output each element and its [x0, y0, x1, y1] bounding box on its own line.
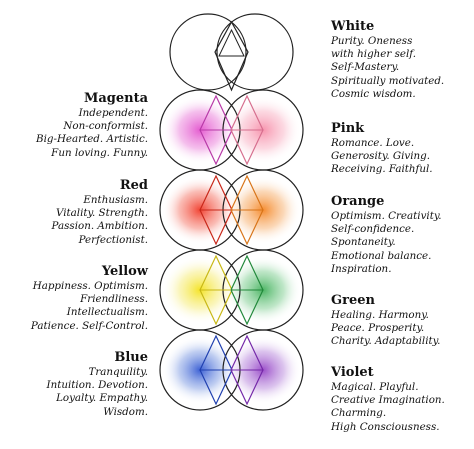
label-yellow-line: Patience. Self-Control.: [30, 319, 148, 332]
label-orange-title: Orange: [331, 194, 385, 209]
label-magenta: Magenta Independent. Non-conformist. Big…: [0, 91, 148, 160]
label-magenta-line: Non-conformist.: [63, 120, 148, 133]
label-red-line: Perfectionist.: [78, 233, 148, 246]
blue-diamond: [199, 334, 233, 406]
green-diamond: [230, 254, 264, 326]
label-white-line: Cosmic wisdom.: [331, 87, 416, 100]
row-white: [169, 13, 294, 92]
label-yellow-line: Friendliness.: [80, 293, 148, 306]
label-white-line: Spiritually motivated.: [331, 74, 445, 87]
label-yellow-title: Yellow: [101, 264, 148, 279]
label-blue-line: Loyalty. Empathy.: [56, 392, 148, 405]
label-red: Red Enthusiasm. Vitality. Strength. Pass…: [0, 178, 148, 247]
label-blue-line: Intuition. Devotion.: [46, 379, 148, 392]
label-red-line: Enthusiasm.: [83, 194, 148, 206]
row-blue-violet: [159, 329, 304, 411]
row-magenta-pink: [159, 89, 304, 171]
label-pink: Pink Romance. Love. Generosity. Giving. …: [331, 121, 474, 177]
label-violet: Violet Magical. Playful. Creative Imagin…: [331, 365, 474, 434]
white-right-circle: [216, 13, 294, 91]
orange-diamond: [230, 174, 264, 246]
label-violet-line: High Consciousness.: [331, 420, 440, 433]
label-pink-title: Pink: [331, 121, 365, 136]
label-red-title: Red: [119, 178, 148, 193]
label-white-line: with higher self.: [331, 48, 416, 61]
label-magenta-line: Independent.: [78, 107, 148, 119]
row-red-orange: [159, 169, 304, 251]
white-inner-triangle: [218, 28, 245, 57]
label-orange-line: Inspiration.: [331, 262, 392, 275]
label-yellow-line: Happiness. Optimism.: [32, 280, 148, 292]
label-orange-line: Spontaneity.: [331, 236, 396, 249]
label-green-line: Charity. Adaptability.: [331, 335, 441, 348]
pink-diamond: [230, 94, 264, 166]
label-violet-line: Magical. Playful.: [331, 381, 419, 393]
row-yellow-green: [159, 249, 304, 331]
label-blue-line: Wisdom.: [103, 405, 148, 418]
label-pink-line: Receiving. Faithful.: [331, 163, 433, 176]
label-green-line: Healing. Harmony.: [331, 309, 429, 321]
label-green: Green Healing. Harmony. Peace. Prosperit…: [331, 293, 474, 349]
red-diamond: [199, 174, 233, 246]
label-green-line: Peace. Prosperity.: [331, 322, 425, 335]
label-orange: Orange Optimism. Creativity. Self-confid…: [331, 194, 474, 276]
label-green-title: Green: [331, 293, 375, 308]
label-orange-line: Self-confidence.: [331, 223, 415, 236]
white-diamond: [214, 20, 249, 92]
label-blue-line: Tranquility.: [88, 366, 148, 378]
violet-diamond: [230, 334, 264, 406]
label-violet-line: Charming.: [331, 407, 387, 420]
white-left-circle: [169, 13, 247, 91]
magenta-diamond: [199, 94, 233, 166]
label-white-title: White: [331, 19, 375, 34]
label-magenta-line: Big-Hearted. Artistic.: [36, 133, 148, 146]
label-white: White Purity. Oneness with higher self. …: [331, 19, 474, 101]
label-blue: Blue Tranquility. Intuition. Devotion. L…: [0, 350, 148, 419]
label-red-line: Passion. Ambition.: [51, 220, 148, 233]
label-pink-line: Romance. Love.: [331, 137, 415, 149]
label-white-line: Self-Mastery.: [331, 61, 400, 74]
label-white-line: Purity. Oneness: [331, 35, 413, 47]
yellow-diamond: [199, 254, 233, 326]
label-orange-line: Emotional balance.: [331, 249, 432, 262]
label-violet-line: Creative Imagination.: [331, 394, 445, 407]
label-red-line: Vitality. Strength.: [55, 207, 148, 220]
label-orange-line: Optimism. Creativity.: [331, 210, 442, 222]
label-magenta-line: Fun loving. Funny.: [51, 146, 148, 159]
label-pink-line: Generosity. Giving.: [331, 150, 431, 163]
label-blue-title: Blue: [114, 350, 148, 365]
label-violet-title: Violet: [331, 365, 374, 380]
label-yellow: Yellow Happiness. Optimism. Friendliness…: [0, 264, 148, 333]
label-magenta-title: Magenta: [83, 91, 148, 106]
label-yellow-line: Intellectualism.: [66, 306, 148, 319]
